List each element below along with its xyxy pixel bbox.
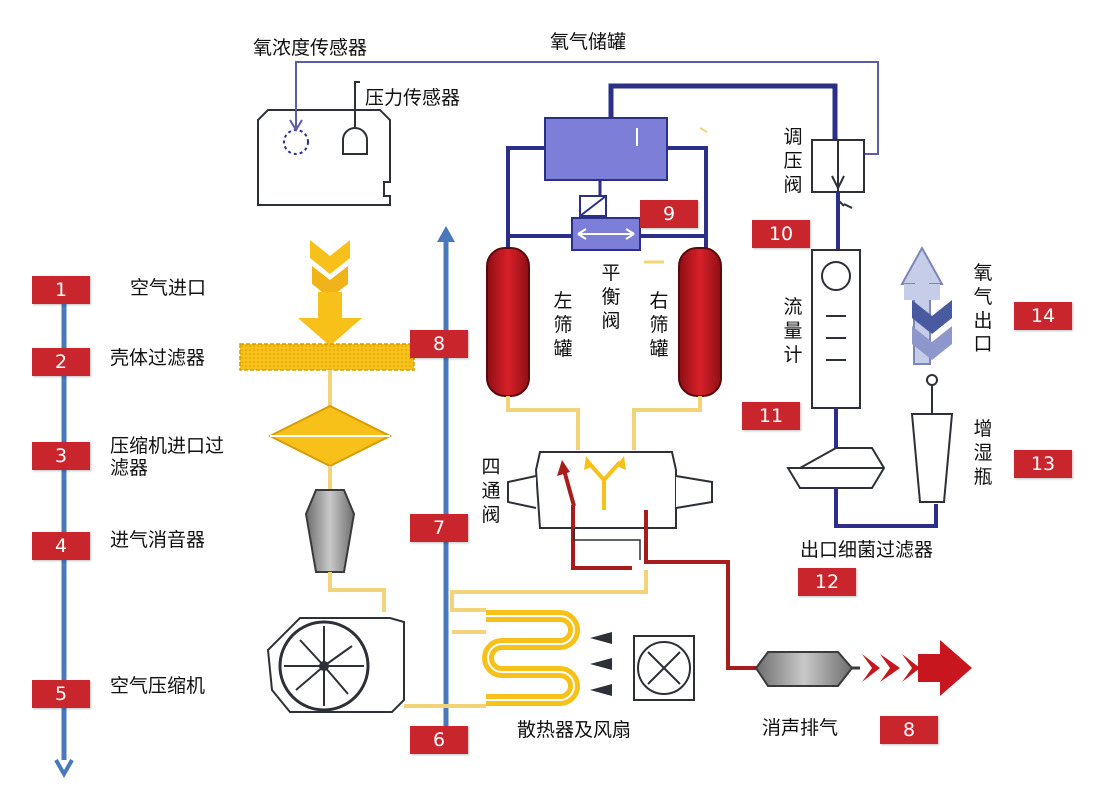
step-2-label: 壳体过滤器 (110, 347, 206, 369)
pressure-valve-label: 调压阀 (783, 126, 803, 196)
step-3-label: 压缩机进口过滤器 (110, 435, 225, 479)
radiator-fan-label: 散热器及风扇 (517, 719, 632, 741)
step-1-label: 空气进口 (130, 277, 207, 299)
badge-8-exhaust: 8 (880, 716, 938, 744)
badge-14: 14 (1014, 302, 1072, 330)
badge-6: 6 (410, 726, 468, 754)
radiator-and-fan (450, 570, 695, 706)
badge-2: 2 (32, 348, 90, 376)
exhaust-muffler-label: 消声排气 (762, 717, 839, 739)
bacteria-filter-label: 出口细菌过滤器 (800, 539, 934, 561)
humidifier-bottle (910, 374, 954, 503)
pressure-sensor-icon (342, 127, 368, 155)
intake-muffler (304, 489, 356, 573)
badge-13: 13 (1014, 450, 1072, 478)
shell-filter (239, 343, 415, 371)
badge-4: 4 (32, 532, 90, 560)
air-compressor (266, 572, 486, 713)
four-way-valve-label: 四通阀 (481, 456, 501, 526)
badge-8-shell: 8 (410, 330, 468, 358)
oxygen-tank (506, 83, 838, 248)
four-way-valve (507, 451, 765, 670)
balance-valve-label: 平衡阀 (601, 262, 621, 332)
outlet-bacteria-filter (786, 447, 938, 528)
oxygen-tank-label: 氧气储罐 (550, 31, 627, 53)
badge-1: 1 (32, 276, 90, 304)
flowmeter (811, 249, 861, 450)
badge-10: 10 (752, 220, 810, 248)
process-line-middle (437, 226, 455, 752)
balance-valve (508, 195, 706, 264)
left-sieve-tank (486, 247, 580, 450)
o2-sensor-label: 氧浓度传感器 (253, 37, 368, 59)
sensor-box (257, 61, 879, 206)
pressure-regulating-valve (811, 139, 865, 250)
badge-9: 9 (640, 200, 698, 228)
step-4-label: 进气消音器 (110, 529, 206, 551)
step-5-label: 空气压缩机 (110, 675, 206, 697)
oxygen-outlet-arrow (900, 245, 952, 365)
badge-7: 7 (410, 514, 468, 542)
compressor-inlet-filter (267, 370, 393, 490)
right-tank-label: 右筛罐 (649, 290, 669, 360)
flowmeter-label: 流量计 (783, 296, 803, 366)
exhaust-muffler (754, 640, 972, 696)
left-tank-label: 左筛罐 (553, 290, 573, 360)
badge-12: 12 (798, 568, 856, 596)
badge-11: 11 (742, 402, 800, 430)
air-inlet-arrows (298, 240, 362, 346)
right-sieve-tank (632, 247, 722, 450)
badge-3: 3 (32, 442, 90, 470)
humidifier-label: 增湿瓶 (973, 418, 993, 488)
oxygen-outlet-label: 氧气出口 (973, 262, 993, 356)
pressure-sensor-label: 压力传感器 (365, 87, 461, 109)
badge-5: 5 (32, 680, 90, 708)
